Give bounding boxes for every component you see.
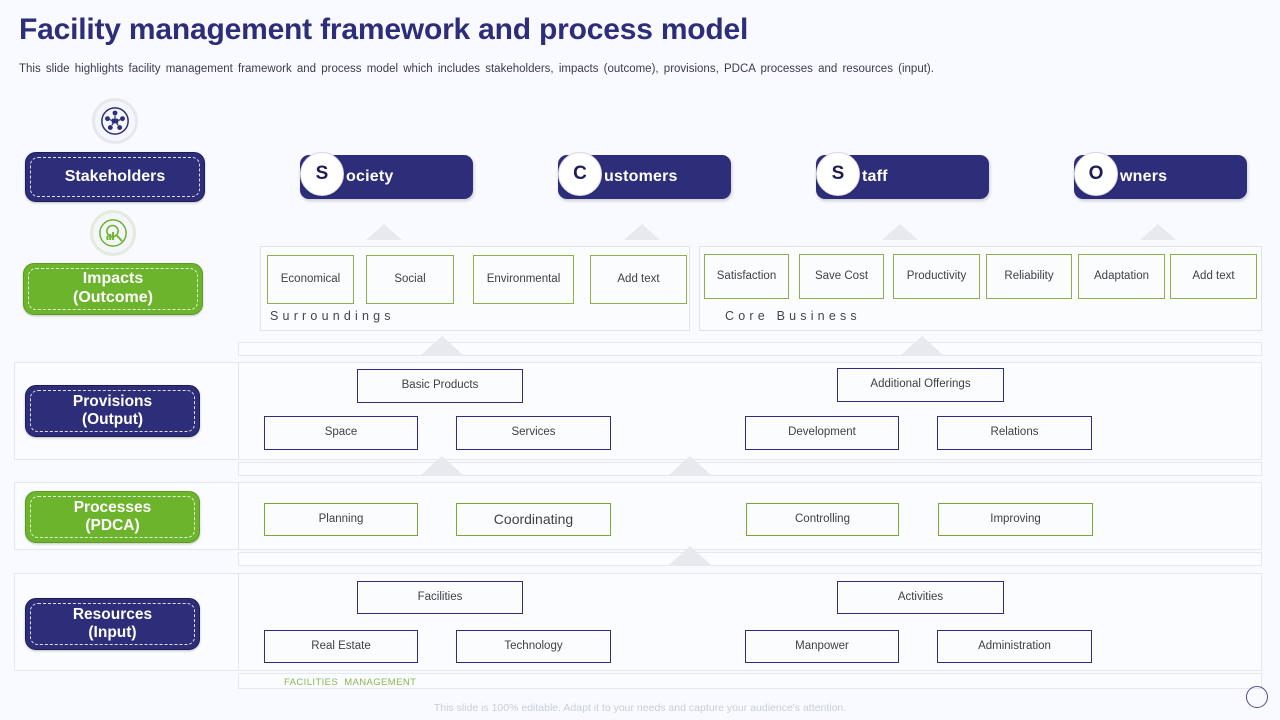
chip-economical[interactable]: Economical [267, 255, 354, 304]
page-title: Facility management framework and proces… [19, 13, 749, 46]
connector-triangle-resources-mid [668, 546, 712, 566]
chip-services[interactable]: Services [456, 416, 611, 450]
resources-line1: Resources [72, 605, 153, 623]
stakeholder-pill-customers[interactable]: C ustomers [558, 152, 731, 199]
spacer-band-impacts [238, 342, 1262, 356]
left-label-stakeholders[interactable]: Stakeholders [25, 152, 205, 202]
resources-divider [238, 573, 239, 671]
stakeholder-initial-badge: O [1074, 152, 1118, 196]
processes-line2: (PDCA) [85, 517, 140, 534]
connector-triangle-provisions-left [420, 336, 464, 356]
chip-adaptation[interactable]: Adaptation [1078, 254, 1165, 299]
chip-relations[interactable]: Relations [937, 416, 1092, 450]
connector-triangle-customers [624, 224, 660, 240]
chip-save-cost[interactable]: Save Cost [799, 254, 884, 299]
stakeholder-pill-society[interactable]: S ociety [300, 152, 473, 199]
stakeholders-network-icon [92, 98, 138, 144]
chip-real-estate[interactable]: Real Estate [264, 630, 418, 663]
chip-manpower[interactable]: Manpower [745, 630, 899, 663]
core-business-caption: Core Business [725, 309, 861, 323]
analytics-magnifier-icon [90, 210, 136, 256]
chip-planning[interactable]: Planning [264, 503, 418, 536]
left-label-stakeholders-text: Stakeholders [64, 167, 166, 185]
chip-improving[interactable]: Improving [938, 503, 1093, 536]
processes-line1: Processes [73, 498, 152, 516]
chip-development[interactable]: Development [745, 416, 899, 450]
connector-triangle-owners [1140, 224, 1176, 240]
connector-triangle-processes-mid [668, 456, 712, 476]
connector-triangle-staff [882, 224, 918, 240]
left-label-processes[interactable]: Processes (PDCA) [25, 491, 200, 543]
left-label-impacts-text: Impacts (Outcome) [73, 270, 153, 307]
chip-activities[interactable]: Activities [837, 581, 1004, 614]
chip-add-text-surroundings[interactable]: Add text [590, 255, 687, 304]
left-label-resources[interactable]: Resources (Input) [25, 598, 200, 650]
chip-technology[interactable]: Technology [456, 630, 611, 663]
footer-note: This slide is 100% editable. Adapt it to… [433, 702, 847, 714]
chip-coordinating[interactable]: Coordinating [456, 503, 611, 536]
chip-add-text-core[interactable]: Add text [1170, 254, 1257, 299]
provisions-line2: (Output) [81, 411, 144, 428]
chip-space[interactable]: Space [264, 416, 418, 450]
chip-reliability[interactable]: Reliability [986, 254, 1072, 299]
chip-administration[interactable]: Administration [937, 630, 1092, 663]
connector-triangle-provisions-right [900, 336, 944, 356]
stakeholder-initial-badge: S [300, 152, 344, 196]
stakeholder-initial-badge: C [558, 152, 602, 196]
left-label-provisions-text: Provisions (Output) [73, 393, 152, 429]
left-label-impacts[interactable]: Impacts (Outcome) [23, 263, 203, 315]
stakeholder-label: ociety [346, 168, 394, 185]
impacts-line2: (Outcome) [73, 289, 153, 306]
connector-triangle-processes-left [420, 456, 464, 476]
spacer-band-processes [238, 552, 1262, 566]
chip-satisfaction[interactable]: Satisfaction [704, 254, 789, 299]
chip-basic-products[interactable]: Basic Products [357, 369, 523, 403]
processes-divider [238, 482, 239, 550]
stakeholder-initial-badge: S [816, 152, 860, 196]
chip-social[interactable]: Social [366, 255, 454, 304]
core-business-group [699, 246, 1262, 331]
chip-productivity[interactable]: Productivity [893, 254, 980, 299]
provisions-divider [238, 362, 239, 460]
chip-additional-offerings[interactable]: Additional Offerings [837, 368, 1004, 402]
facilities-management-label: FACILITIES MANAGEMENT [284, 677, 417, 688]
chip-controlling[interactable]: Controlling [746, 503, 899, 536]
stakeholder-pill-staff[interactable]: S taff [816, 152, 989, 199]
impacts-line1: Impacts [82, 270, 144, 288]
provisions-line1: Provisions [72, 392, 153, 410]
stakeholder-label: ustomers [604, 168, 678, 185]
chip-environmental[interactable]: Environmental [473, 255, 574, 304]
stakeholder-pill-owners[interactable]: O wners [1074, 152, 1247, 199]
chip-facilities[interactable]: Facilities [357, 581, 523, 614]
facilities-management-band [238, 673, 1262, 689]
page-subtitle: This slide highlights facility managemen… [19, 63, 934, 75]
stakeholder-label: wners [1120, 168, 1168, 185]
left-label-provisions[interactable]: Provisions (Output) [25, 385, 200, 437]
stakeholder-label: taff [862, 168, 888, 185]
left-label-processes-text: Processes (PDCA) [74, 499, 152, 535]
connector-triangle-society [366, 224, 402, 240]
left-label-resources-text: Resources (Input) [73, 606, 152, 642]
resources-line2: (Input) [88, 624, 137, 641]
corner-circle-decoration [1246, 686, 1268, 708]
surroundings-caption: Surroundings [270, 309, 395, 323]
spacer-band-provisions [238, 462, 1262, 476]
